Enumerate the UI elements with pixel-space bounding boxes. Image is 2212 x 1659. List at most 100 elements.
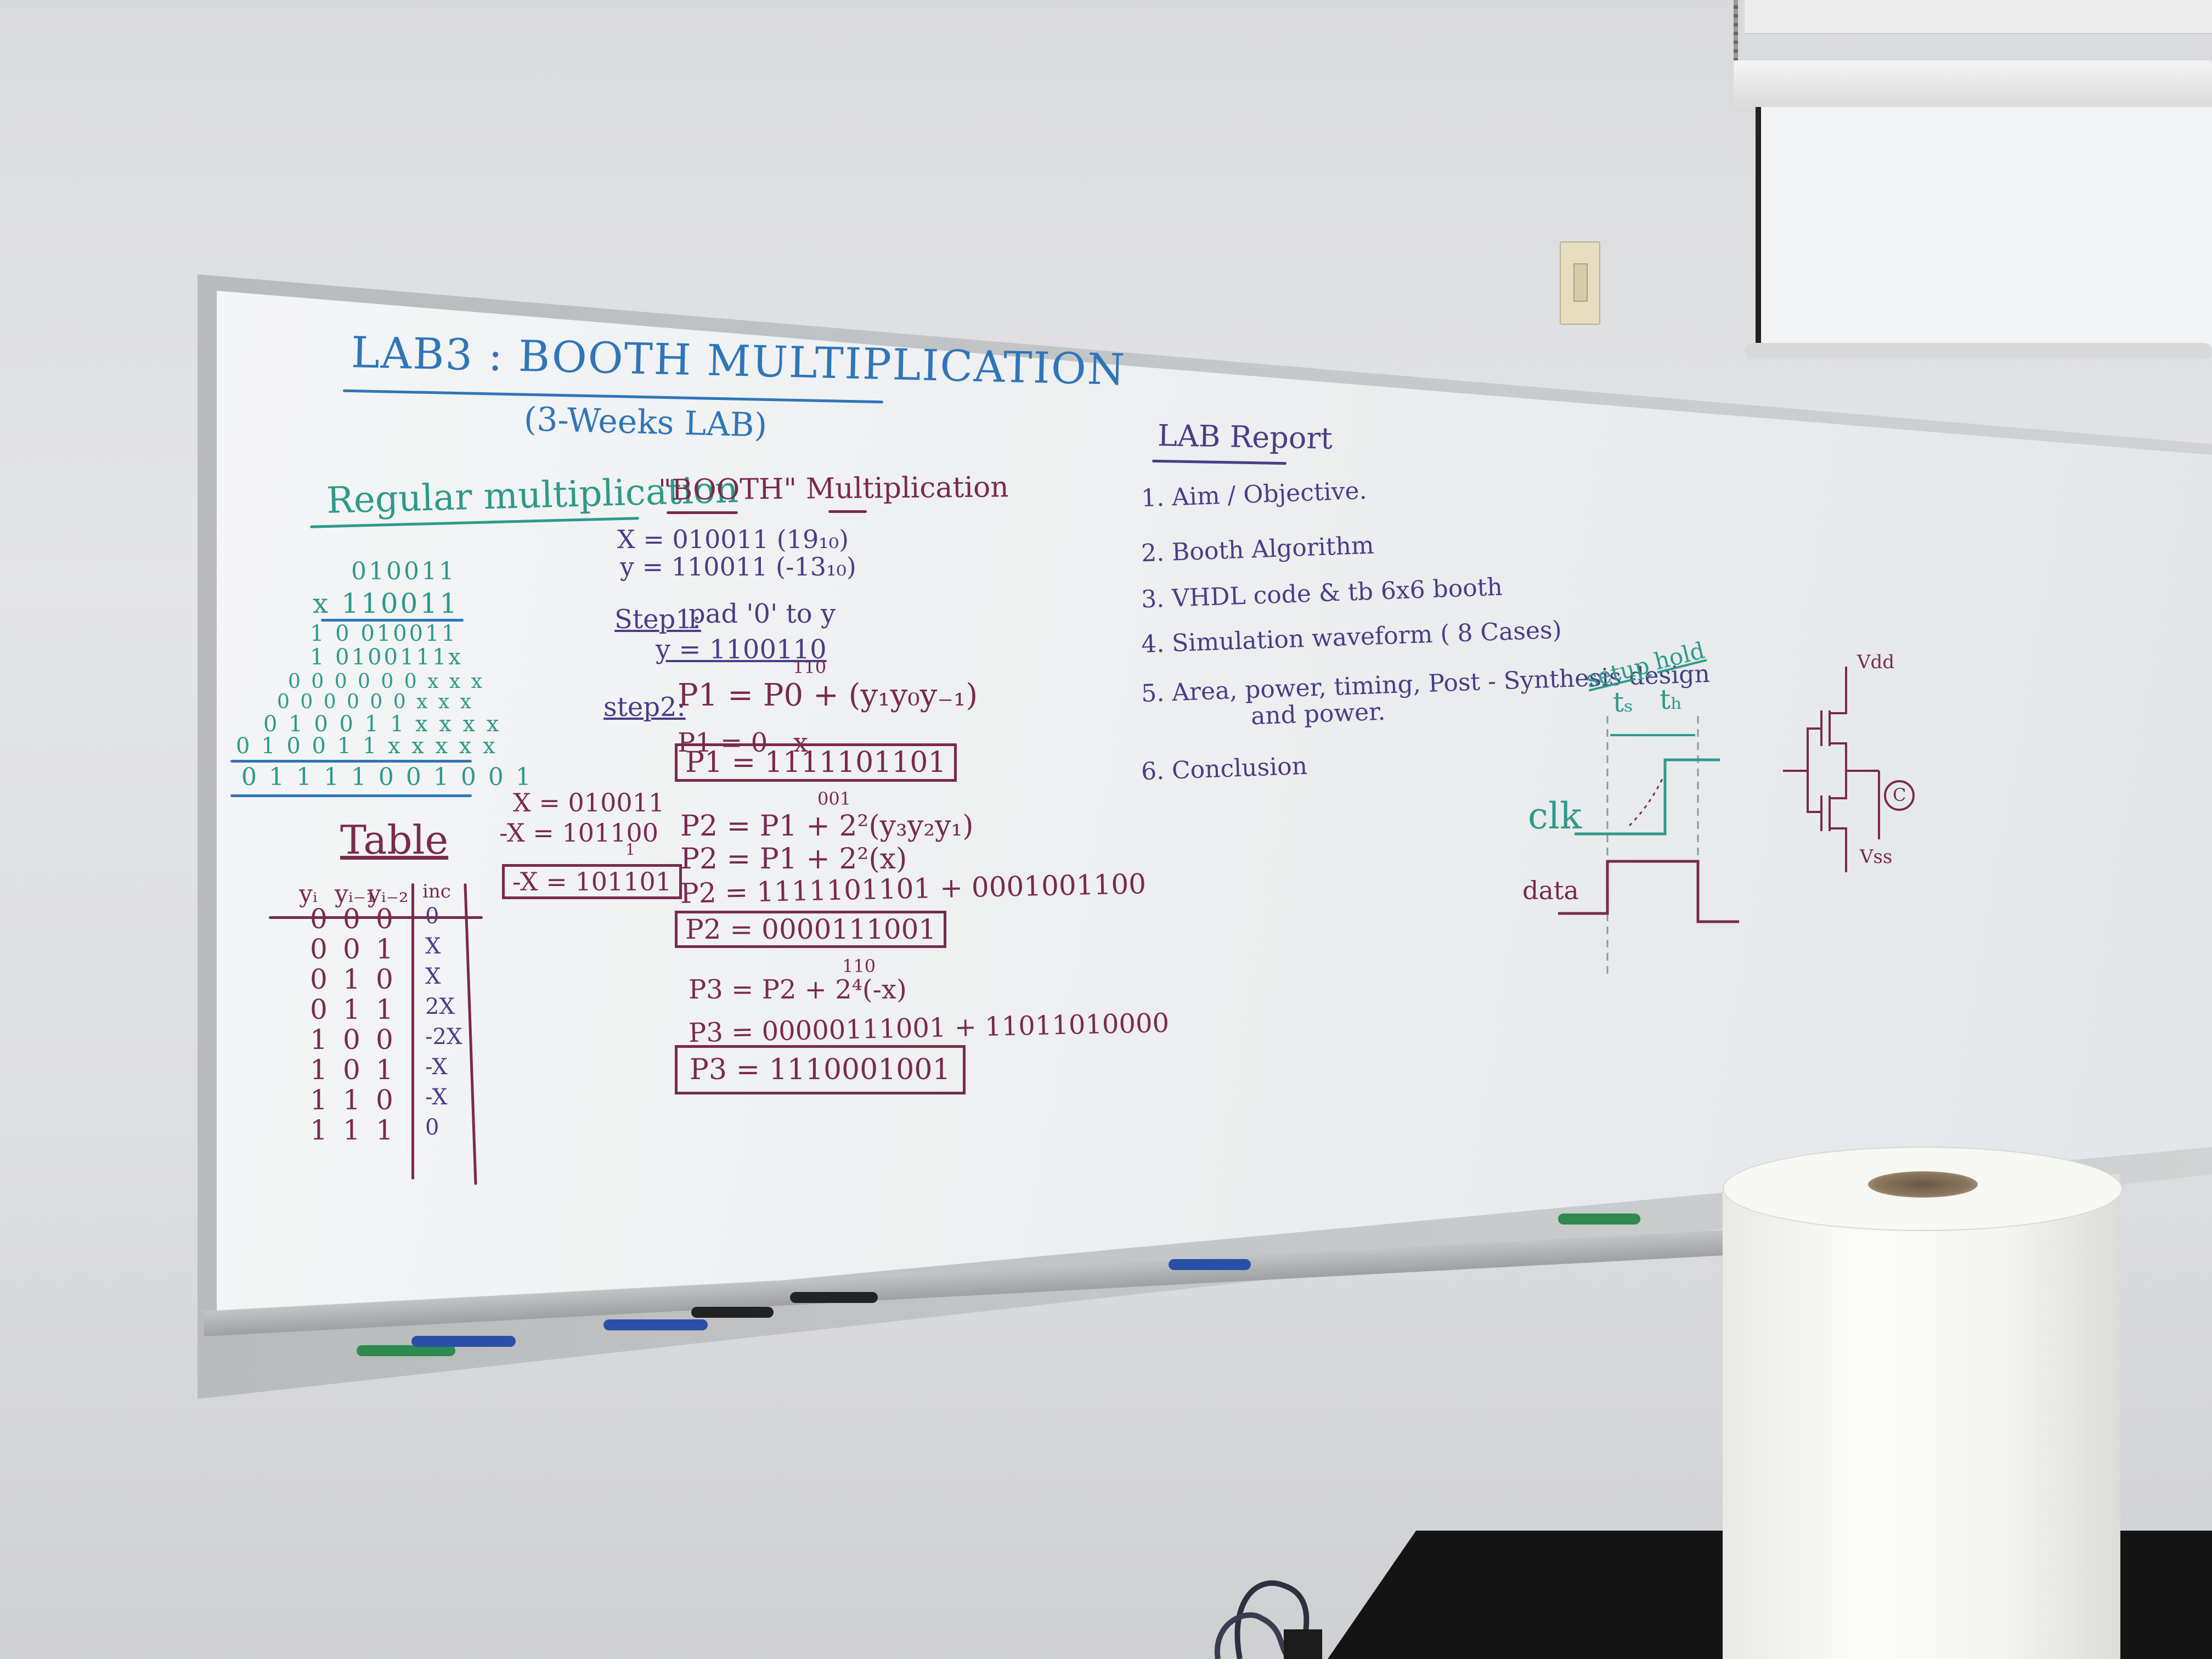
paper-towel-roll-core (1868, 1171, 1978, 1198)
light-switch-toggle (1573, 263, 1588, 302)
regular-row: 1 0 010011 (310, 621, 458, 646)
marker-blue-2 (603, 1319, 708, 1330)
table-cell: -X (425, 1054, 448, 1080)
report-item: 6. Conclusion (1141, 752, 1308, 786)
table-cell: 0 (343, 1024, 360, 1056)
table-cell: 0 (425, 1115, 439, 1140)
table-cell: 0 (376, 1024, 393, 1056)
table-cell: 0 (310, 963, 328, 995)
table-cell: 1 (343, 994, 360, 1025)
circuit-cap-label: C (1893, 785, 1906, 805)
circuit-vdd-label: Vdd (1857, 651, 1895, 673)
table-cell: -2X (425, 1024, 462, 1049)
regular-row: 0 1 1 1 1 0 0 1 0 0 1 (241, 763, 533, 791)
marker-blue-3 (1169, 1259, 1251, 1270)
p2-line-a: P2 = P1 + 2²(y₃y₂y₁) (680, 810, 974, 843)
table-cell: 0 (376, 1084, 393, 1116)
step2-sup: 110 (793, 657, 827, 678)
table-cell: 1 (343, 1114, 360, 1146)
booth-underline-1 (667, 511, 738, 514)
table-cell: 0 (425, 904, 439, 929)
marker-green-2 (1558, 1214, 1640, 1224)
regular-row: 0 1 0 0 1 1 x x x x x (236, 733, 498, 759)
regular-row: 0 1 0 0 1 1 x x x x (263, 712, 501, 737)
regular-row: 010011 (351, 557, 456, 585)
neg-x-complement: -X = 101100 (499, 818, 659, 848)
step1-result: y = 1100110 (656, 634, 827, 665)
table-cell: 0 (310, 933, 328, 965)
report-item: and power. (1250, 697, 1386, 731)
p2-boxed-result: P2 = 0000111001 (675, 911, 947, 948)
table-cell: 1 (343, 963, 360, 995)
table-divider (411, 883, 414, 1180)
step1-label: Step1: (614, 604, 702, 635)
table-cell: 1 (310, 1084, 328, 1116)
booth-y-def: y = 110011 (-13₁₀) (620, 552, 856, 582)
step2-equation: P1 = P0 + (y₁y₀y₋₁) (678, 678, 978, 713)
table-cell: 1 (376, 1114, 393, 1146)
timing-th-label: tₕ (1660, 684, 1683, 715)
table-column-header: inc (422, 881, 451, 902)
p3-sup: 110 (842, 956, 876, 977)
neg-x-x: X = 010011 (513, 788, 665, 817)
table-header-line (269, 916, 483, 919)
table-column-header: yᵢ (299, 880, 318, 908)
table-cell: 1 (310, 1054, 328, 1086)
step2-label: step2: (603, 692, 686, 723)
table-cell: X (425, 934, 441, 959)
marker-black-1 (691, 1307, 774, 1318)
regular-sum-line-2 (230, 760, 472, 763)
p2-line-b: P2 = P1 + 2²(x) (680, 843, 907, 876)
projector-screen (1756, 107, 2212, 348)
neg-x-carry: 1 (625, 840, 635, 859)
timing-data-label: data (1522, 876, 1579, 905)
table-cell: 0 (376, 903, 393, 935)
regular-row: 0 0 0 0 0 0 x x x (288, 670, 484, 693)
table-cell: 1 (376, 1054, 393, 1086)
timing-ts-label: tₛ (1613, 686, 1633, 718)
table-heading: Table (340, 817, 449, 863)
table-cell: 1 (343, 1084, 360, 1116)
table-cell: 1 (310, 1114, 328, 1146)
power-cable (1214, 1580, 1322, 1659)
p3-line-a: P3 = P2 + 2⁴(-x) (689, 974, 907, 1005)
table-cell: 1 (376, 933, 393, 965)
table-cell: 1 (376, 994, 393, 1025)
table-cell: 0 (343, 933, 360, 965)
p1-boxed-result: P1 = 1111101101 (675, 743, 957, 782)
table-cell: X (425, 964, 441, 989)
booth-heading: "BOOTH" Multiplication (658, 471, 1009, 507)
p3-boxed-result: P3 = 1110001001 (675, 1045, 966, 1094)
table-cell: 0 (376, 963, 393, 995)
booth-underline-2 (828, 510, 867, 513)
table-cell: 0 (310, 994, 328, 1025)
table-cell: 1 (310, 1024, 328, 1056)
ceiling (1745, 0, 2212, 34)
marker-black-2 (790, 1292, 878, 1303)
projector-screen-bar (1745, 343, 2212, 359)
screen-chain (1734, 0, 1738, 60)
p2-sup: 001 (817, 788, 851, 809)
marker-blue-1 (411, 1336, 516, 1347)
timing-clk-label: clk (1528, 795, 1582, 837)
regular-result-line (230, 794, 472, 797)
step1-text: pad '0' to y (689, 599, 836, 629)
booth-x-def: X = 010011 (19₁₀) (617, 524, 849, 554)
neg-x-boxed-result: -X = 101101 (502, 864, 682, 899)
projector-screen-case (1734, 60, 2212, 112)
timing-waveform (1558, 716, 1739, 977)
table-cell: -X (425, 1085, 448, 1110)
p1-line-a: P1 = 0 - x (678, 727, 808, 758)
board-subtitle: (3-Weeks LAB) (523, 400, 768, 445)
regular-row: 1 0100111x (310, 645, 463, 670)
paper-towel-roll (1723, 1174, 2120, 1659)
marker-green-1 (357, 1345, 455, 1356)
table-cell: 0 (343, 1054, 360, 1086)
inverter-circuit (1783, 667, 1915, 872)
table-cell: 0 (310, 903, 328, 935)
table-column-header: yᵢ₋₁ (335, 880, 376, 908)
report-heading: LAB Report (1157, 418, 1333, 456)
table-column-header: yᵢ₋₂ (368, 880, 409, 908)
table-cell: 0 (343, 903, 360, 935)
regular-sum-line-1 (321, 619, 464, 622)
